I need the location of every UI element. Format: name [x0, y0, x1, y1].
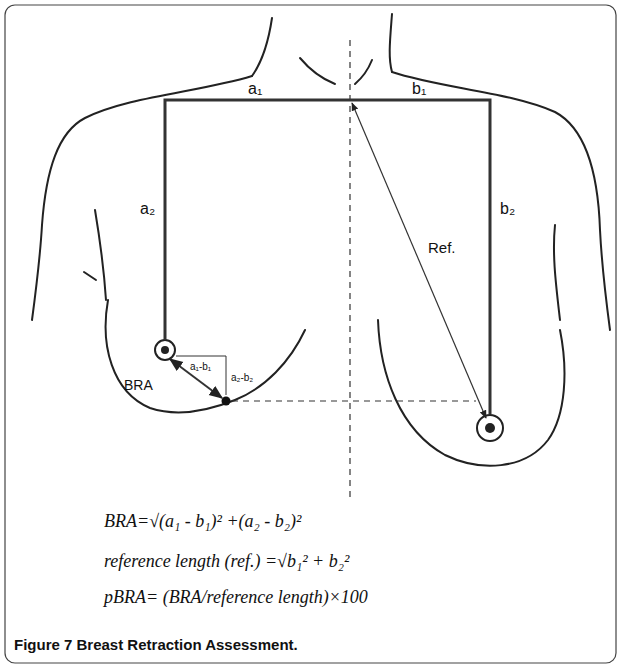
figure-caption: Figure 7 Breast Retraction Assessment.: [14, 637, 298, 654]
dimension-label: a₁-b₁: [190, 361, 211, 372]
dimension-label: BRA: [124, 378, 153, 393]
formula: BRA=√(a₁ - b₁)² +(a₂ - b₂)²: [104, 512, 301, 532]
dimension-label: a₂-b₂: [231, 372, 253, 383]
formula: pBRA= (BRA/reference length)×100: [104, 588, 368, 608]
dimension-label: Ref.: [428, 240, 456, 257]
dimension-label: a₂: [140, 200, 155, 218]
formula: reference length (ref.) =√b₁² + b₂²: [104, 552, 349, 572]
measurement-lines: [165, 40, 490, 500]
nipple-marks: [155, 340, 503, 441]
dimension-label: b₁: [412, 80, 426, 98]
figure-frame: [5, 5, 616, 663]
body-outline: [32, 14, 610, 466]
dimension-label: a₁: [248, 80, 262, 98]
dimension-label: b₂: [500, 200, 515, 218]
